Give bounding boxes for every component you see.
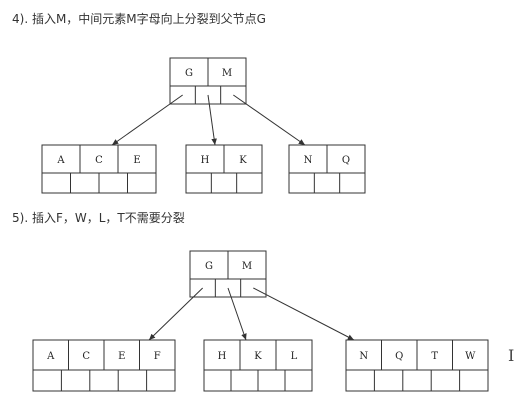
step5-child-key: L [291,351,298,362]
text-cursor-icon: I [508,346,515,365]
step5-child-key: F [154,351,161,362]
step5-edge-arrow [227,287,247,341]
step4-child-key: E [133,155,140,166]
step4-root-key: G [185,68,193,79]
step5-child-key: K [254,351,262,362]
step5-edge-arrow [253,287,355,341]
step5-child-key: E [118,351,125,362]
step4-child-key: N [304,155,313,166]
step5-child-key: H [218,351,227,362]
step4-child-key: K [239,155,247,166]
step4-edge-arrow [233,94,306,146]
step5-caption: 5). 插入F，W，L，T不需要分裂 [12,211,185,225]
step5-child-key: A [46,351,55,362]
step5-child-key: N [359,351,368,362]
step5-edge-arrow [148,287,204,341]
step4-edge-arrow [111,94,183,146]
step4-child-key: H [201,155,210,166]
step4-child-key: C [95,155,103,166]
step4-root-key: M [222,68,232,79]
step5-child-key: C [82,351,90,362]
step4-child-key: Q [342,155,350,166]
step5-child-node [203,339,313,392]
step4-caption: 4). 插入M，中间元素M字母向上分裂到父节点G [12,12,266,26]
step4-edge-arrow [207,94,217,146]
step5-root-key: M [242,261,252,272]
step4-child-key: A [56,155,65,166]
step5-root-key: G [205,261,213,272]
step5-child-key: Q [395,351,403,362]
step5-child-key: T [431,351,438,362]
step5-child-key: W [465,351,476,362]
